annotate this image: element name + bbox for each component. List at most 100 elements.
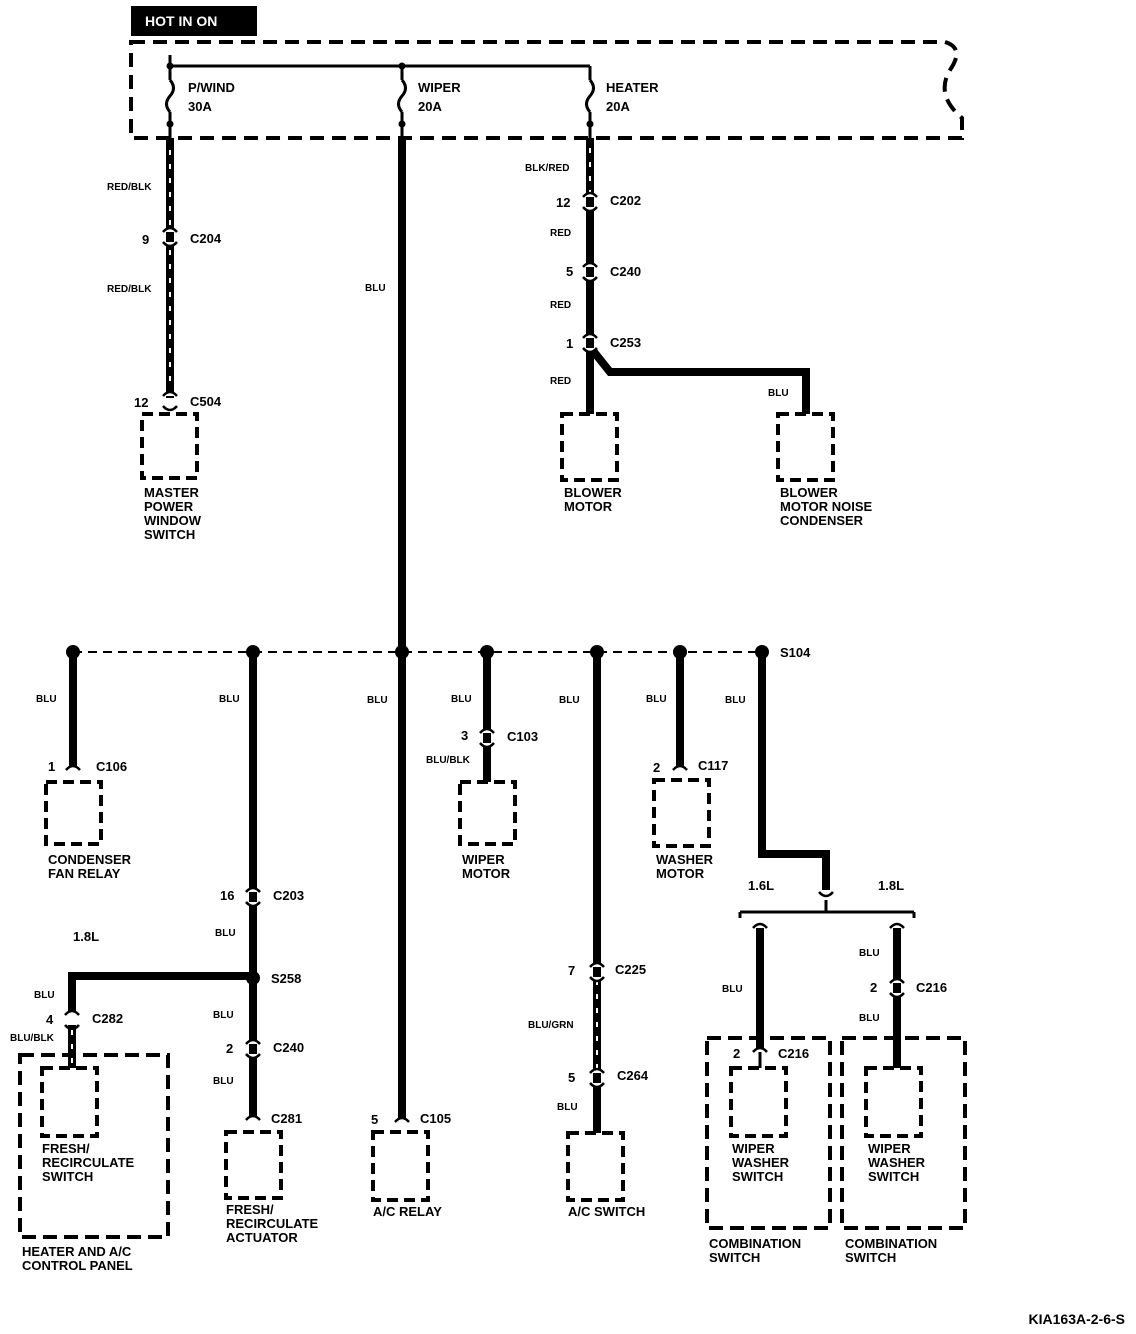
branch-fresh-recirculate: BLU 16 C203 BLU 1.8L S258 BLU 4 C282 BLU… <box>10 652 304 1126</box>
branch-washer-motor: BLU 2 C117 <box>646 652 728 775</box>
connector-id: C202 <box>610 193 641 208</box>
wire-label: RED <box>550 228 571 239</box>
branch-condenser-fan-relay: BLU 1 C106 <box>36 652 127 774</box>
engine-label: 1.6L <box>748 878 774 893</box>
component-label: COMBINATION SWITCH <box>709 1236 805 1265</box>
pin-number: 5 <box>371 1112 378 1127</box>
pin-number: 12 <box>556 195 570 210</box>
branch-combination-switch: BLU 1.6L 1.8L BLU BLU 2 C216 BLU 2 C216 <box>722 652 947 1068</box>
wire-label: RED <box>550 300 571 311</box>
fuse-heater: HEATER 20A <box>585 66 659 138</box>
splice-bus-s104: S104 <box>66 645 811 660</box>
fuse-wiper: WIPER 20A <box>397 62 461 138</box>
wire-label: BLU <box>859 1013 880 1024</box>
component-label: A/C SWITCH <box>568 1204 645 1219</box>
blower-motor <box>560 412 619 482</box>
wire-label: BLK/RED <box>525 163 569 174</box>
wire-label: RED/BLK <box>107 284 152 295</box>
fuse-pwind-rating: 30A <box>188 99 212 114</box>
hot-in-on-label: HOT IN ON <box>145 13 217 29</box>
blower-motor-noise-condenser <box>776 412 835 482</box>
heater-circuit: BLK/RED 12 C202 RED 5 C240 RED 1 C253 RE… <box>525 138 810 414</box>
wire-label: BLU <box>213 1076 234 1087</box>
wire-label: BLU/BLK <box>10 1033 55 1044</box>
wire-label: BLU <box>722 984 743 995</box>
component-label: FRESH/ RECIRCULATE SWITCH <box>42 1141 138 1184</box>
component-label: WIPER WASHER SWITCH <box>868 1141 929 1184</box>
ac-switch <box>566 1131 625 1202</box>
connector-id: C203 <box>273 888 304 903</box>
pin-number: 12 <box>134 395 148 410</box>
fuse-pwind: P/WIND 30A <box>165 55 235 138</box>
connector-id: C253 <box>610 335 641 350</box>
combination-switch-left <box>705 1036 832 1230</box>
pin-number: 4 <box>46 1012 54 1027</box>
hot-in-on-tag: HOT IN ON <box>131 6 257 36</box>
connector-id: C225 <box>615 962 646 977</box>
wire-label: BLU/BLK <box>426 755 471 766</box>
component-label: CONDENSER FAN RELAY <box>48 852 135 881</box>
connector-id: C117 <box>698 758 728 773</box>
fuse-heater-rating: 20A <box>606 99 630 114</box>
component-label: HEATER AND A/C CONTROL PANEL <box>22 1244 135 1273</box>
fuse-block-outline <box>129 40 964 140</box>
pin-number: 1 <box>48 759 55 774</box>
splice-id: S258 <box>271 971 301 986</box>
component-label: WIPER MOTOR <box>462 852 511 881</box>
wire-label: BLU <box>559 695 580 706</box>
wire-label: BLU <box>451 694 472 705</box>
wire-label: BLU <box>219 694 240 705</box>
pin-number: 2 <box>870 980 877 995</box>
component-label: COMBINATION SWITCH <box>845 1236 941 1265</box>
wire-label: RED/BLK <box>107 182 152 193</box>
combination-switch-right <box>840 1036 967 1230</box>
pin-number: 2 <box>226 1041 233 1056</box>
pin-number: 2 <box>653 760 660 775</box>
wire-label: RED <box>550 376 571 387</box>
component-label: MASTER POWER WINDOW SWITCH <box>144 485 205 542</box>
connector-id: C282 <box>92 1011 123 1026</box>
engine-label: 1.8L <box>73 929 99 944</box>
master-power-window-switch <box>140 412 199 480</box>
wiper-washer-switch-left <box>729 1066 788 1138</box>
wire-label: BLU <box>365 283 386 294</box>
pin-number: 5 <box>568 1070 575 1085</box>
branch-ac-switch: BLU 7 C225 BLU/GRN 5 C264 BLU <box>528 652 649 1133</box>
connector-id: C264 <box>617 1068 649 1083</box>
fuse-heater-name: HEATER <box>606 80 659 95</box>
wire-label: BLU <box>859 948 880 959</box>
wire-label: BLU <box>557 1102 578 1113</box>
connector-id: C504 <box>190 394 222 409</box>
pin-number: 9 <box>142 232 149 247</box>
wire-label: BLU <box>725 695 746 706</box>
wiper-motor <box>458 780 517 846</box>
pin-number: 16 <box>220 888 234 903</box>
connector-id: C240 <box>610 264 641 279</box>
component-label: WASHER MOTOR <box>656 852 717 881</box>
heater-ac-control-panel <box>18 1053 170 1239</box>
branch-wiper-motor: BLU 3 C103 BLU/BLK <box>426 652 538 782</box>
wire-label: BLU <box>367 695 388 706</box>
component-label: BLOWER MOTOR <box>564 485 625 514</box>
splice-id: S104 <box>780 645 811 660</box>
pin-number: 2 <box>733 1046 740 1061</box>
connector-id: C281 <box>271 1111 302 1126</box>
pin-number: 7 <box>568 963 575 978</box>
pwind-circuit: RED/BLK RED/BLK 9 C204 12 C504 <box>107 138 222 412</box>
washer-motor <box>652 778 711 848</box>
fuse-wiper-name: WIPER <box>418 80 461 95</box>
wire-label: BLU/GRN <box>528 1020 574 1031</box>
wire-label: BLU <box>34 990 55 1001</box>
connector-id: C216 <box>778 1046 809 1061</box>
connector-id: C105 <box>420 1111 451 1126</box>
component-label: FRESH/ RECIRCULATE ACTUATOR <box>226 1202 322 1245</box>
fresh-recirculate-switch <box>40 1066 99 1138</box>
ac-relay <box>371 1130 430 1202</box>
pin-number: 3 <box>461 728 468 743</box>
engine-label: 1.8L <box>878 878 904 893</box>
connector-id: C103 <box>507 729 538 744</box>
wire-label: BLU <box>213 1010 234 1021</box>
connector-id: C216 <box>916 980 947 995</box>
fresh-recirculate-actuator <box>224 1130 283 1200</box>
